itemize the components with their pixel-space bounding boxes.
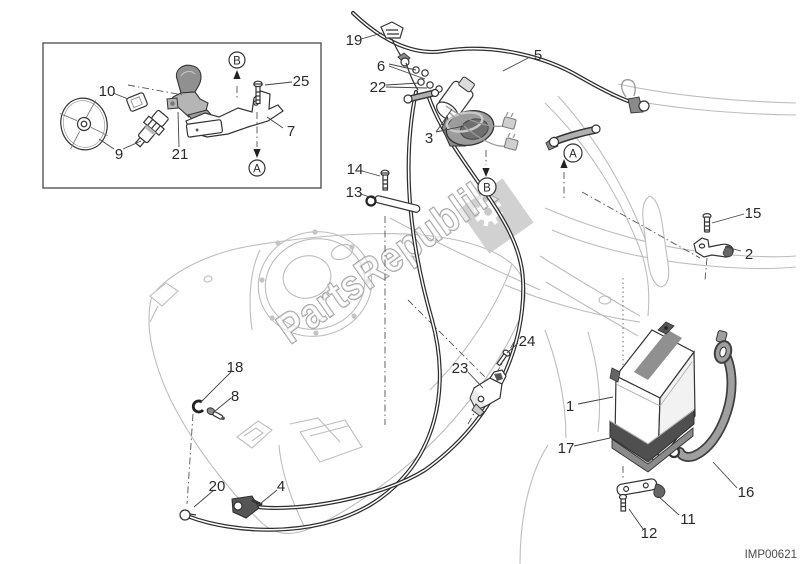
callout-13: 13 [346,184,363,201]
connector-10 [126,92,148,112]
image-code: IMP00621 [745,549,797,561]
callout-24: 24 [519,333,536,350]
marker-a-label: A [569,149,577,161]
background-tank-outline [148,217,549,564]
callout-2: 2 [745,246,753,263]
callout-1: 1 [566,398,574,415]
arrow-up-icon [233,70,241,79]
eyelet-cable20 [179,509,197,521]
orientation-markers-main: A B [477,143,583,197]
callout-7: 7 [287,123,295,140]
battery-1 [609,321,696,464]
inset-marker-a-circle [248,159,266,177]
watermark: PartsRepublik [267,167,534,353]
screw-14 [380,169,390,191]
terminal-boot-cable4 [231,495,263,519]
callout-5: 5 [534,47,542,64]
arrow-down-icon [482,168,490,177]
callout-14: 14 [347,161,364,178]
arrow-down-icon [253,149,261,158]
callout-labels: 1 2 3 4 5 6 7 8 9 10 11 12 13 14 15 16 1… [99,32,762,542]
callout-11: 11 [680,511,696,528]
inset-marker-b-circle [228,51,246,69]
battery-strap-16 [667,330,737,462]
arrow-up-icon [560,159,568,168]
eyelet-terminal-top [397,52,419,91]
battery-base-17 [609,409,695,473]
inset-marker-b-label: B [233,56,241,68]
callout-leaders [98,32,745,530]
callout-16: 16 [738,484,755,501]
watermark-text: PartsRepublik [268,168,504,353]
battery-group [609,321,737,512]
fasteners-and-brackets [191,169,734,421]
callout-19: 19 [346,32,363,49]
callout-22: 22 [370,79,387,96]
callout-12: 12 [641,525,658,542]
callout-8: 8 [231,388,239,405]
marker-a-circle [563,143,583,163]
bracket-23 [469,369,507,417]
callout-17: 17 [558,440,575,457]
callout-20: 20 [209,478,226,495]
lever-terminal-a [545,124,601,151]
callout-18: 18 [227,359,244,376]
callout-3: 3 [425,130,433,147]
speed-sensor [134,109,169,148]
screw-15 [702,213,712,233]
horn-part3 [441,109,495,147]
screw-8 [206,407,225,421]
callout-4: 4 [277,478,285,495]
inset-detail-box: B A [42,42,322,189]
grommet-18 [191,399,205,414]
eyelet-terminal-cable5 [620,79,650,114]
callout-21: 21 [172,146,189,163]
callout-10: 10 [99,83,116,100]
callout-9: 9 [115,146,123,163]
bracket-11 [616,478,666,499]
callout-15: 15 [745,205,762,222]
callout-6: 6 [377,58,385,75]
screw-25 [253,80,263,105]
connector-branch [445,105,519,151]
wiring-harness [179,11,650,532]
inset-marker-a-label: A [253,164,261,176]
marker-b-circle [477,177,497,197]
sensor-ring-9 [59,97,108,151]
rod-13 [374,195,421,213]
callout-23: 23 [452,360,469,377]
marker-b-label: B [483,183,491,195]
screw-24 [496,349,511,367]
lever-eyelet [403,88,440,104]
callout-25: 25 [293,73,310,90]
screw-12 [618,493,628,512]
